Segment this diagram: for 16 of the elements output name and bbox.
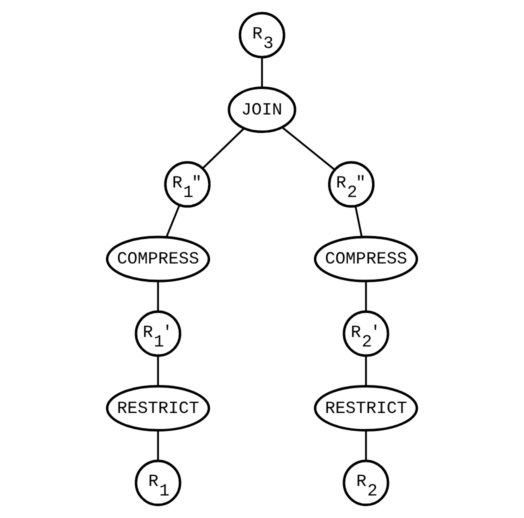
connector bbox=[157, 430, 159, 461]
connector bbox=[365, 356, 367, 386]
connector bbox=[282, 126, 336, 170]
connector bbox=[354, 206, 363, 238]
node-ellipse: JOIN bbox=[228, 86, 296, 133]
connector bbox=[365, 430, 367, 461]
connector bbox=[157, 281, 159, 312]
connector bbox=[365, 281, 367, 312]
connector bbox=[157, 356, 159, 386]
connector bbox=[166, 204, 180, 238]
node-ellipse: COMPRESS bbox=[314, 236, 418, 282]
node-ellipse: COMPRESS bbox=[106, 236, 210, 282]
node-ellipse: RESTRICT bbox=[314, 385, 418, 432]
node-ellipse: RESTRICT bbox=[106, 385, 210, 432]
connector bbox=[202, 128, 245, 169]
connector bbox=[261, 57, 263, 88]
